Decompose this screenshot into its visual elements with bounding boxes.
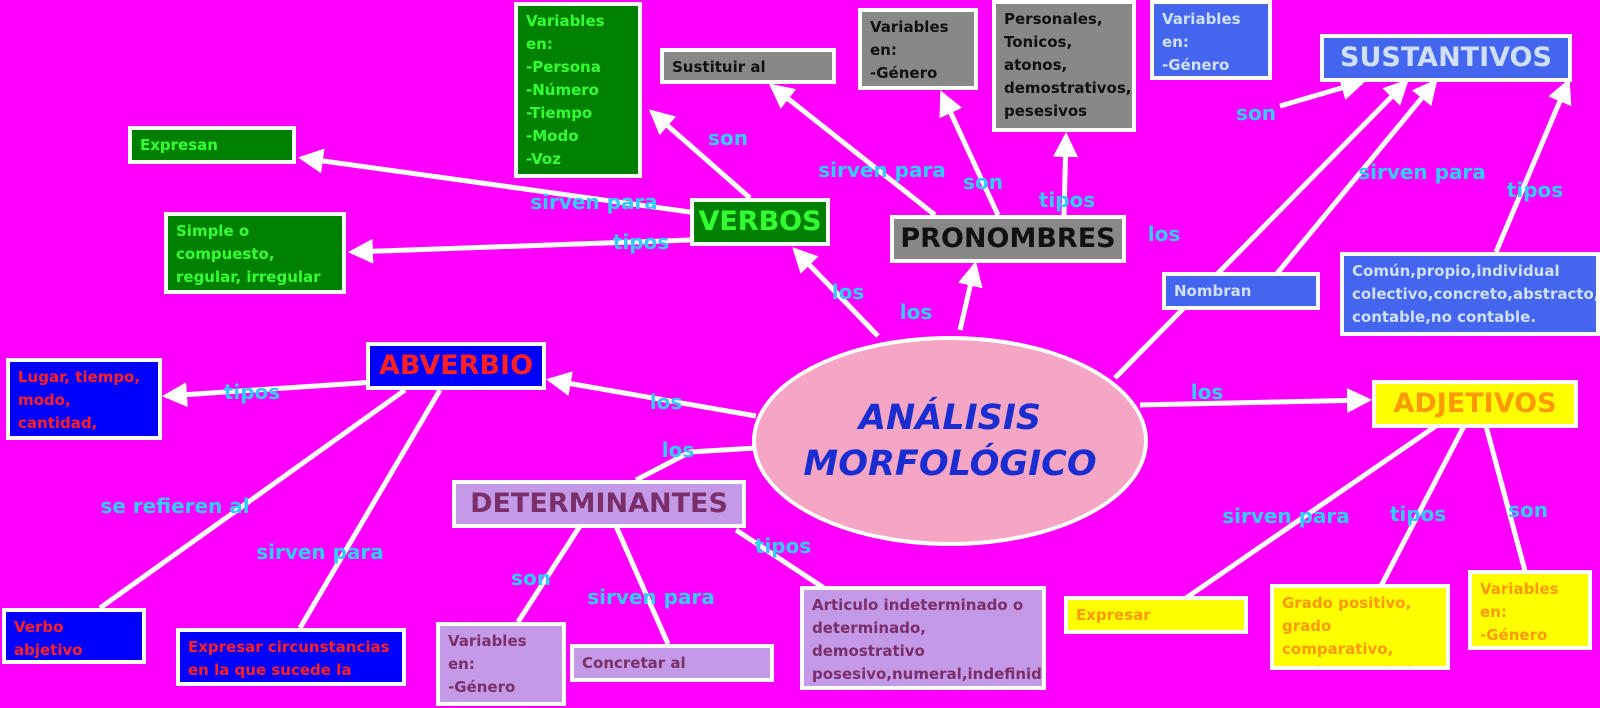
- link-adj-sirven: [1184, 423, 1438, 601]
- box-adj-variables: Variables en: -Género -Número: [1468, 570, 1592, 650]
- node-determinantes: DETERMINANTES: [452, 480, 746, 528]
- link-pron-tipos: [1052, 132, 1078, 216]
- box-adj-tipos: Grado positivo, grado comparativo, grado…: [1270, 584, 1450, 670]
- label-sust-son: son: [1236, 101, 1276, 125]
- link-center-pronombres: [957, 261, 983, 331]
- label-sust-sirven: sirven para: [1358, 160, 1486, 184]
- box-abv-tipos: Lugar, tiempo, modo, cantidad, afirmacio…: [6, 358, 162, 440]
- node-pronombres: PRONOMBRES: [890, 215, 1126, 263]
- label-los-determinantes: los: [661, 438, 695, 462]
- box-abv-sirven: Expresar circunstancias en la que sucede…: [176, 628, 406, 686]
- box-det-tipos: Articulo indeterminado o determinado, de…: [800, 586, 1046, 690]
- box-verbos-variables: Variables en: -Persona -Número -Tiempo -…: [514, 2, 642, 178]
- central-title-line2: MORFOLÓGICO: [803, 444, 1097, 484]
- link-abv-sirven: [297, 388, 443, 630]
- link-adj-son: [1483, 425, 1531, 583]
- link-center-sustantivos: [1113, 79, 1409, 380]
- label-det-sirven: sirven para: [587, 585, 715, 609]
- box-nombran-objetos: Nombran objetos: [1162, 272, 1320, 310]
- node-verbos: VERBOS: [690, 198, 830, 246]
- box-pron-variables: Variables en: -Género -Número: [858, 8, 978, 90]
- label-verbos-son: son: [708, 126, 748, 150]
- label-sust-tipos: tipos: [1506, 178, 1564, 202]
- link-det-sirven: [613, 524, 671, 646]
- link-adj-tipos: [1377, 424, 1467, 590]
- node-sustantivos: SUSTANTIVOS: [1320, 34, 1572, 82]
- central-title-line1: ANÁLISIS: [858, 398, 1042, 438]
- label-verbos-sirven: sirven para: [530, 190, 658, 214]
- link-center-abverbio: [546, 371, 757, 419]
- label-pron-tipos: tipos: [1038, 188, 1096, 212]
- label-abv-sirven: sirven para: [256, 540, 384, 564]
- box-pron-tipos: Personales, Tonicos, atonos, demostrativ…: [992, 0, 1136, 132]
- label-adj-sirven: sirven para: [1222, 504, 1350, 528]
- box-det-variables: Variables en: -Género -Número: [436, 622, 566, 706]
- label-los-abverbio: los: [649, 390, 683, 414]
- central-node: ANÁLISIS MORFOLÓGICO: [752, 336, 1148, 546]
- link-sust-variables: [1279, 75, 1366, 109]
- link-pron-variables: [939, 90, 1001, 217]
- box-abv-refieren: Verbo abjetivo u otro abverbio: [2, 608, 146, 664]
- link-center-verbos: [792, 247, 880, 338]
- label-verbos-tipos: tipos: [612, 230, 670, 254]
- link-pron-sustituir: [768, 83, 937, 217]
- label-los-adjetivos: los: [1190, 380, 1224, 404]
- label-abv-tipos: tipos: [223, 380, 281, 404]
- label-det-tipos: tipos: [754, 534, 812, 558]
- box-sustituir: Sustituir al nombre: [660, 48, 836, 84]
- label-pron-son: son: [963, 170, 1003, 194]
- link-sust-nombran: [1268, 78, 1438, 284]
- box-sust-variables: Variables en: -Género -Número: [1150, 0, 1272, 80]
- label-adj-tipos: tipos: [1389, 502, 1447, 526]
- box-sust-tipos: Común,propio,individual colectivo,concre…: [1340, 252, 1600, 336]
- link-abv-refieren: [98, 387, 407, 611]
- label-los-pronombres: los: [899, 300, 933, 324]
- box-expresan-acciones: Expresan acciones: [128, 126, 296, 164]
- label-det-son: son: [511, 566, 551, 590]
- link-sust-tipos: [1493, 78, 1572, 253]
- link-verbos-variables: [648, 109, 752, 200]
- label-los-sustantivos: los: [1147, 222, 1181, 246]
- link-abv-tipos: [162, 379, 376, 408]
- label-abv-refieren: se refieren al: [100, 494, 250, 518]
- box-det-sirven: Concretar al sustantivo: [570, 644, 774, 682]
- link-verbos-expresan: [298, 148, 691, 215]
- node-adjetivos: ADJETIVOS: [1372, 380, 1578, 428]
- box-adj-sirven: Expresar cualidades: [1064, 596, 1248, 634]
- label-pron-sirven: sirven para: [818, 158, 946, 182]
- link-det-variables: [515, 524, 583, 624]
- box-verbos-tipos: Simple o compuesto, regular, irregular d…: [164, 212, 346, 294]
- label-los-verbos: los: [831, 280, 865, 304]
- link-verbos-tipos: [348, 237, 691, 264]
- link-det-tipos: [734, 527, 832, 595]
- link-center-determinantes: [634, 445, 757, 483]
- link-center-adjetivos: [1139, 387, 1372, 413]
- label-adj-son: son: [1508, 498, 1548, 522]
- node-abverbio: ABVERBIO: [366, 342, 546, 390]
